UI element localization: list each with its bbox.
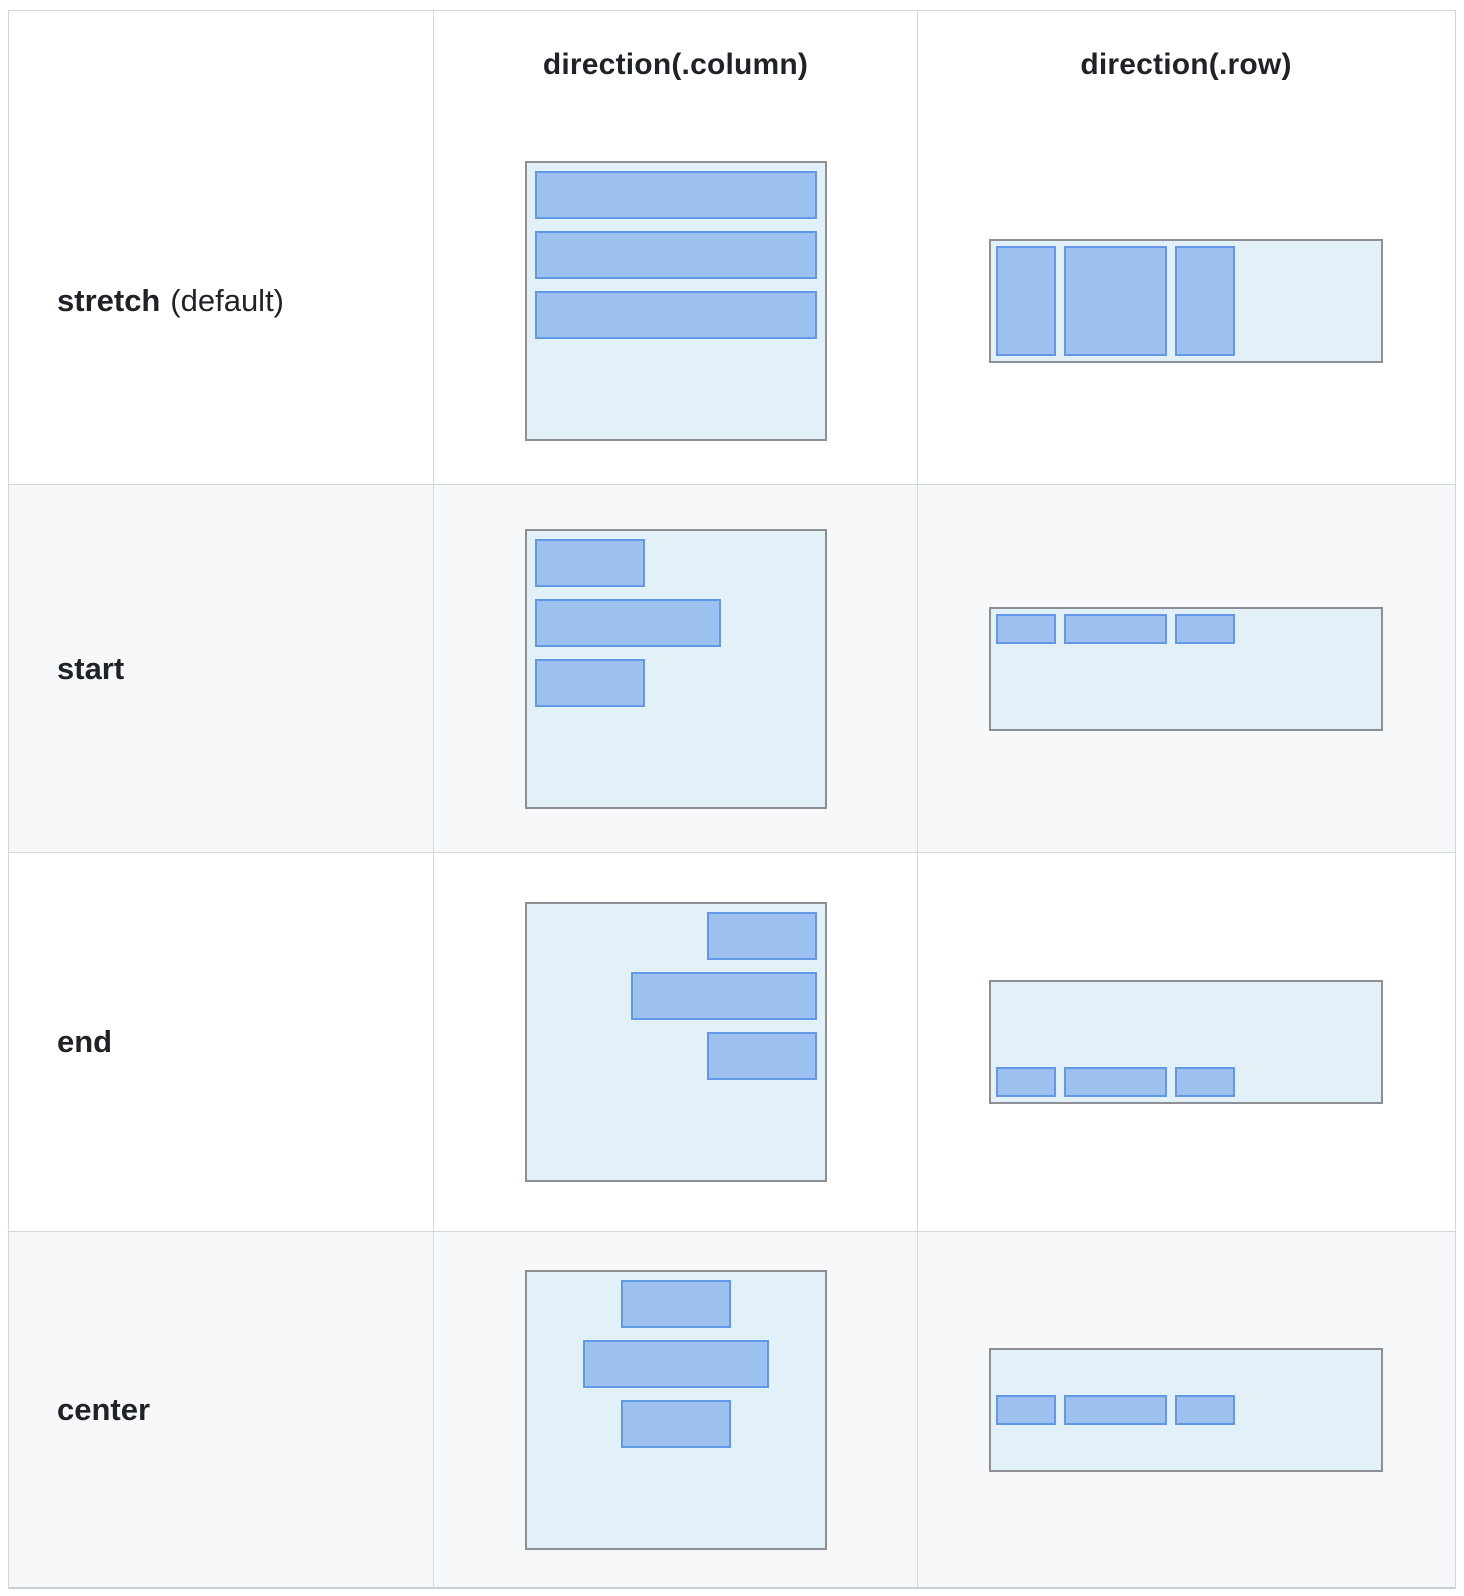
diagram-item: [1175, 1394, 1235, 1425]
diagram-item: [996, 246, 1056, 356]
diagram-item: [620, 1399, 731, 1448]
diagram-item: [534, 231, 817, 279]
diagram-item: [996, 1067, 1056, 1097]
diagram-item: [1064, 246, 1167, 356]
table-body: stretch (default) start end: [9, 118, 1455, 1587]
row-direction-diagram: [989, 980, 1383, 1104]
alignment-name: center: [57, 1391, 151, 1427]
diagram-item: [1175, 613, 1235, 644]
diagram-item: [1175, 246, 1235, 356]
table-header: direction(.column) direction(.row): [9, 11, 1455, 118]
diagram-item: [534, 658, 645, 707]
row-label: start: [9, 485, 433, 852]
diagram-item: [1064, 1394, 1167, 1425]
table-row: end: [9, 852, 1455, 1231]
column-direction-cell: [433, 485, 917, 852]
column-direction-cell: [433, 118, 917, 484]
header-cell-alignment: [9, 11, 433, 118]
alignment-name: end: [57, 1024, 113, 1059]
row-direction-cell: [917, 1232, 1454, 1587]
diagram-item: [706, 1032, 817, 1080]
diagram-item: [1064, 613, 1167, 644]
diagram-item: [620, 1279, 731, 1328]
diagram-item: [534, 171, 817, 219]
column-direction-diagram: [524, 902, 827, 1182]
column-direction-cell: [433, 1232, 917, 1587]
diagram-item: [582, 1339, 769, 1388]
row-direction-diagram: [989, 606, 1383, 731]
table-row: stretch (default): [9, 118, 1455, 484]
alignment-name: start: [57, 650, 125, 686]
alignment-table: direction(.column) direction(.row) stret…: [8, 10, 1456, 1589]
row-label: center: [9, 1232, 433, 1587]
row-direction-cell: [917, 118, 1454, 484]
row-direction-diagram: [989, 1347, 1383, 1472]
diagram-item: [706, 912, 817, 960]
column-direction-diagram: [524, 1269, 827, 1550]
row-label: end: [9, 853, 433, 1231]
diagram-item: [534, 598, 721, 647]
row-direction-cell: [917, 853, 1454, 1231]
diagram-item: [534, 291, 817, 339]
row-label: stretch (default): [9, 118, 433, 484]
column-direction-diagram: [524, 528, 827, 809]
diagram-item: [630, 972, 817, 1020]
column-direction-diagram: [524, 161, 827, 441]
row-direction-cell: [917, 485, 1454, 852]
table-row: center: [9, 1231, 1455, 1587]
header-cell-direction-column: direction(.column): [433, 11, 917, 118]
diagram-item: [996, 1394, 1056, 1425]
header-cell-direction-row: direction(.row): [917, 11, 1454, 118]
row-direction-diagram: [989, 239, 1383, 363]
column-direction-cell: [433, 853, 917, 1231]
diagram-item: [996, 613, 1056, 644]
header-row: direction(.column) direction(.row): [9, 11, 1455, 118]
alignment-suffix: (default): [170, 283, 285, 318]
diagram-item: [1064, 1067, 1167, 1097]
table-row: start: [9, 484, 1455, 852]
alignment-name: stretch: [57, 283, 161, 318]
diagram-item: [1175, 1067, 1235, 1097]
diagram-item: [534, 538, 645, 587]
